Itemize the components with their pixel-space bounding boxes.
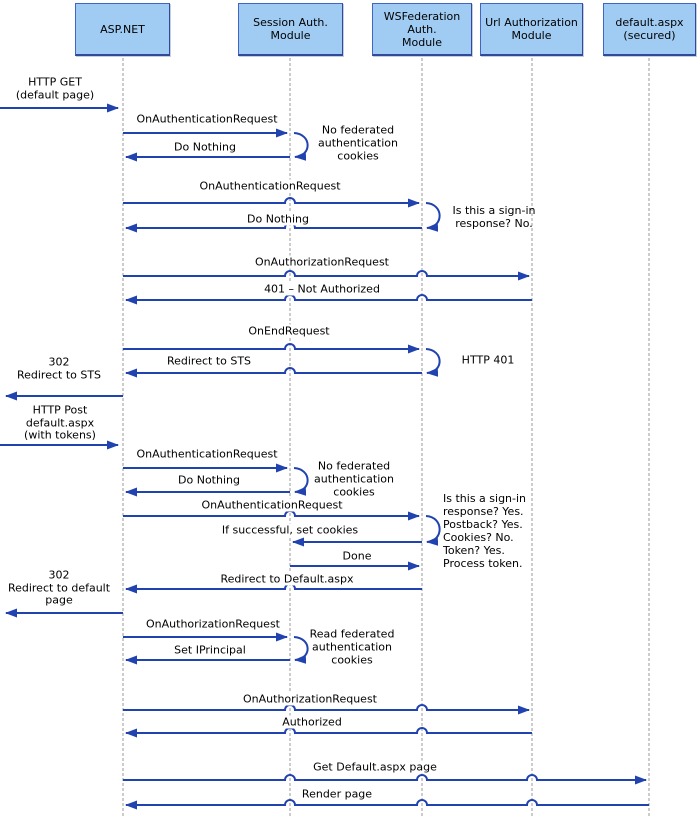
message-arrow [123, 270, 530, 281]
message-arrow [123, 510, 420, 521]
message-label: OnAuthenticationRequest [200, 498, 344, 512]
self-loop-arrow [293, 467, 309, 496]
message-arrow [125, 727, 532, 738]
actor-label: ASP.NET [100, 22, 145, 36]
actor-box-wsfederation-auth-module: WSFederation Auth. Module [372, 3, 472, 56]
external-label: HTTP Post default.aspx (with tokens) [24, 403, 96, 442]
message-label: OnAuthenticationRequest [198, 179, 342, 193]
actor-label: Url Authorization Module [485, 16, 578, 42]
annotation: No federated authentication cookies [314, 459, 394, 499]
message-label: Get Default.aspx page [312, 760, 438, 774]
self-loop-arrow [425, 202, 441, 232]
annotation: Read federated authentication cookies [309, 627, 395, 667]
message-label: OnAuthenticationRequest [135, 447, 279, 461]
message-label: OnAuthorizationRequest [145, 617, 281, 631]
actor-label: WSFederation Auth. Module [383, 9, 461, 49]
message-arrow [125, 294, 532, 305]
annotation: Is this a sign-in response? No. [452, 204, 536, 230]
message-label: Redirect to Default.aspx [219, 572, 355, 586]
message-label: Do Nothing [177, 473, 241, 487]
message-label: Authorized [281, 715, 343, 729]
actor-box-session-auth-module: Session Auth. Module [238, 3, 343, 56]
message-arrow [125, 799, 649, 810]
message-label: OnAuthorizationRequest [254, 255, 390, 269]
external-label: 302 Redirect to STS [16, 355, 102, 381]
message-arrow [123, 197, 420, 208]
self-loop-arrow [293, 132, 309, 161]
actor-box-url-authorization-module: Url Authorization Module [480, 3, 583, 56]
self-loop-arrow [425, 515, 441, 546]
message-label: Do Nothing [246, 212, 310, 226]
message-label: Done [341, 549, 373, 563]
annotation: No federated authentication cookies [318, 123, 398, 163]
message-label: OnEndRequest [247, 324, 331, 338]
message-label: Redirect to STS [165, 354, 253, 368]
message-label: OnAuthenticationRequest [135, 112, 279, 126]
actor-box-default-aspx: default.aspx (secured) [603, 3, 696, 56]
annotation: HTTP 401 [461, 353, 515, 367]
message-label: Render page [300, 787, 374, 801]
self-loop-arrow [293, 636, 309, 664]
message-arrow [123, 704, 530, 715]
message-arrow [125, 367, 422, 378]
annotation: Is this a sign-in response? Yes. Postbac… [443, 492, 527, 570]
external-label: 302 Redirect to default page [7, 568, 111, 607]
actor-box-aspnet: ASP.NET [75, 3, 170, 56]
self-loop-arrow [425, 348, 441, 377]
message-label: 401 – Not Authorized [263, 282, 381, 296]
message-label: Do Nothing [173, 140, 237, 154]
message-label: OnAuthorizationRequest [242, 692, 378, 706]
actor-label: default.aspx (secured) [615, 16, 684, 42]
message-label: If successful, set cookies [220, 523, 360, 537]
external-label: HTTP GET (default page) [15, 75, 95, 101]
message-arrow [123, 774, 647, 785]
message-arrow [123, 343, 420, 354]
actor-label: Session Auth. Module [253, 16, 328, 42]
message-label: Set IPrincipal [173, 643, 247, 657]
